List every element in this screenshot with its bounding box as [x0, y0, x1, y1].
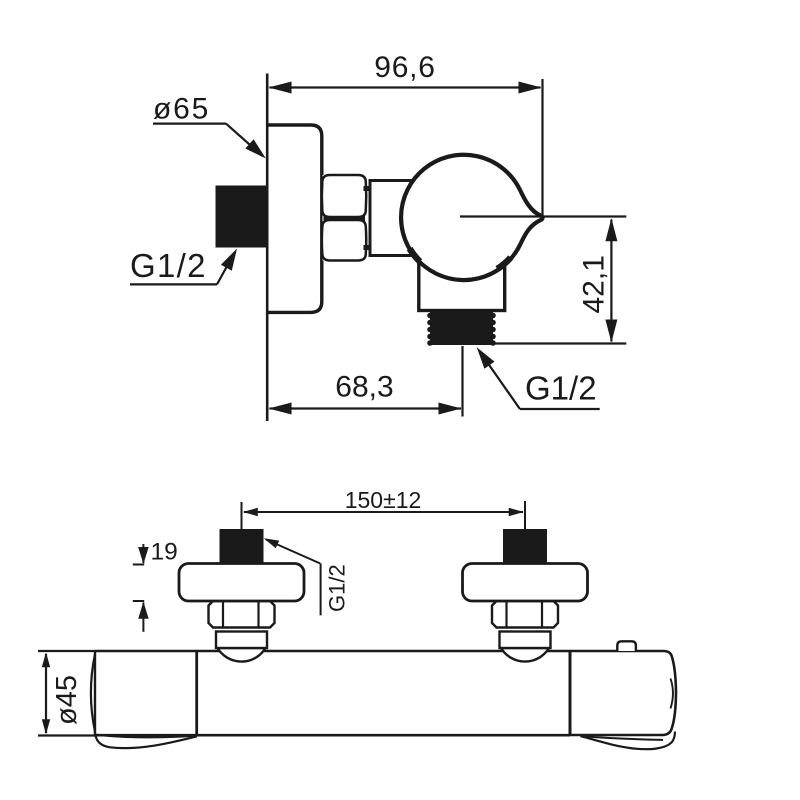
- svg-text:G1/2: G1/2: [325, 564, 350, 612]
- svg-text:96,6: 96,6: [374, 51, 436, 84]
- svg-text:68,3: 68,3: [335, 371, 393, 404]
- svg-text:19: 19: [151, 539, 178, 566]
- svg-text:ø65: ø65: [153, 93, 210, 126]
- svg-text:ø45: ø45: [51, 675, 83, 725]
- svg-text:150±12: 150±12: [345, 487, 422, 513]
- svg-text:G1/2: G1/2: [525, 370, 597, 407]
- svg-text:G1/2: G1/2: [130, 247, 207, 284]
- svg-text:42,1: 42,1: [578, 255, 611, 313]
